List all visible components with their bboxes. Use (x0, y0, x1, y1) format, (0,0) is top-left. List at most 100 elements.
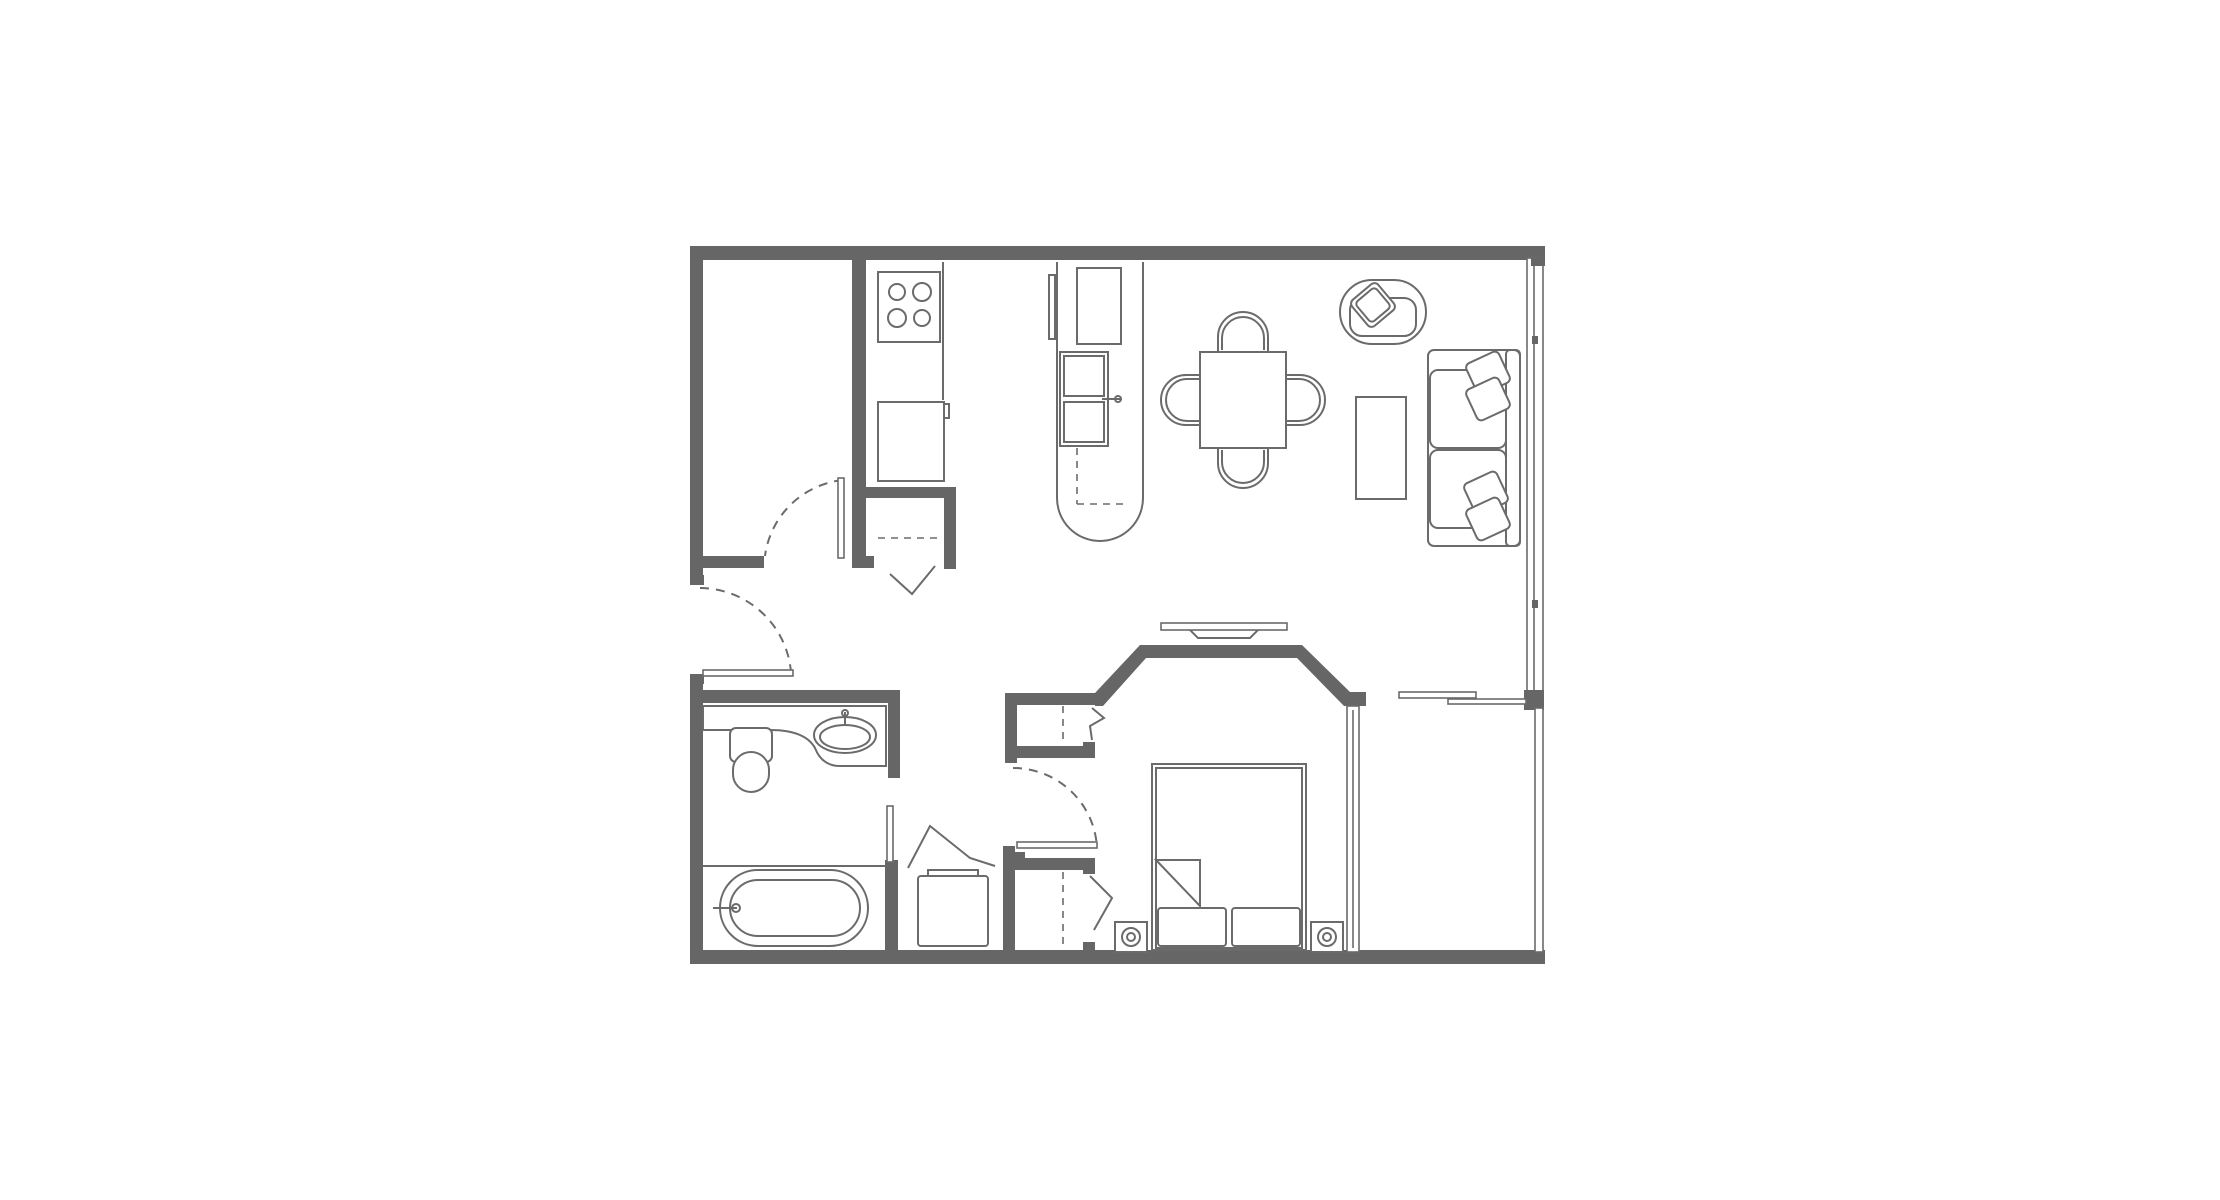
armchair (1339, 279, 1427, 345)
bathroom (700, 690, 900, 960)
dining-chair-south-back (1221, 450, 1265, 484)
hall-door-leaf (1016, 841, 1098, 849)
dining-chair-north (1217, 311, 1269, 352)
dining-chair-west-back (1165, 378, 1200, 422)
nightstand (1114, 921, 1148, 953)
lamp-icon (1322, 932, 1332, 942)
closet-jamb (1083, 742, 1095, 758)
entry-door (699, 587, 794, 677)
washer-control (927, 869, 979, 877)
storage-door-swing (764, 479, 844, 557)
bedroom (1095, 622, 1366, 953)
dining-area (1160, 311, 1326, 489)
wall-tv-stand (1189, 629, 1259, 639)
east-corner-column (1524, 690, 1544, 710)
hall-door-swing (1012, 766, 1098, 849)
east-window-post-low (1532, 600, 1538, 608)
entry-door-leaf (702, 669, 794, 677)
washer (917, 875, 989, 947)
double-sink (1059, 351, 1109, 447)
entry-jamb-bottom (690, 674, 704, 684)
lamp-icon (1121, 927, 1141, 947)
south-wall (690, 950, 1545, 964)
entry-door-swing (699, 587, 792, 673)
bath-north-wall (700, 690, 900, 703)
tub-faucet-icon (731, 903, 741, 913)
faucet-icon (841, 709, 849, 717)
kitchen (852, 262, 1144, 596)
island-side-trim (1048, 274, 1056, 340)
laundry-east-wall (1003, 846, 1015, 962)
nightstand (1310, 921, 1344, 953)
refrigerator (877, 401, 945, 482)
island-cabinet (1076, 267, 1122, 345)
throw-pillow (1465, 376, 1511, 422)
storage-door-leaf (837, 477, 845, 559)
bedroom-angled-wall (1095, 645, 1362, 706)
burner-icon (887, 308, 907, 328)
sofa (1427, 349, 1521, 547)
balcony-sliding-door (1447, 698, 1527, 705)
wall-tv (1160, 622, 1288, 631)
sofa-back (1505, 349, 1521, 547)
lamp-icon (1126, 932, 1136, 942)
balcony-sliding-door (1398, 691, 1477, 699)
bath-east-wall-upper (888, 690, 900, 778)
west-wall-lower (690, 675, 703, 964)
pantry-west-jamb (852, 556, 874, 568)
sofa-cushion (1429, 449, 1507, 529)
storage-room (700, 258, 866, 568)
faucet-icon (1114, 395, 1122, 403)
bedroom-east-jamb (1346, 692, 1366, 706)
north-wall (690, 246, 1545, 260)
east-window-frame (1526, 257, 1544, 701)
east-window-post-mid (1532, 336, 1538, 344)
dining-chair-east-back (1286, 378, 1321, 422)
throw-pillow (1355, 287, 1391, 323)
dining-chair-south (1217, 448, 1269, 489)
living-room (1339, 279, 1521, 547)
west-wall-upper (690, 246, 703, 583)
closet-mid-wall (1005, 746, 1095, 758)
bed-frame-inner (1155, 767, 1303, 949)
laundry-bifold-door (907, 824, 996, 869)
burner-icon (913, 309, 931, 327)
storage-east-wall (852, 258, 866, 566)
pantry-east-wall (944, 487, 956, 569)
closet-west-wall (1005, 693, 1017, 763)
dining-chair-north-back (1221, 316, 1265, 350)
dining-chair-west (1160, 374, 1200, 426)
bathtub (719, 869, 869, 947)
bath-east-wall-lower (885, 860, 898, 960)
throw-pillow (1465, 496, 1511, 542)
bed-turned-sheet (1153, 859, 1201, 909)
coffee-table (1355, 396, 1407, 500)
refrigerator-handle (943, 403, 950, 419)
pantry-bifold-door (889, 565, 936, 596)
laundry-closet (907, 824, 1025, 962)
east-window (1524, 257, 1545, 953)
closet2-bifold-door (1089, 875, 1114, 931)
sink-basin (1063, 355, 1105, 397)
bed-pillow (1157, 907, 1227, 947)
bath-door-leaf (886, 805, 894, 863)
closet2-jamb-bottom (1083, 942, 1095, 952)
closet-top-wall (1005, 693, 1095, 705)
lamp-icon (1317, 927, 1337, 947)
entry-jamb-top (690, 575, 704, 585)
sink-basin (1063, 401, 1105, 443)
dining-table (1199, 351, 1287, 449)
balcony-rail-east (1534, 707, 1544, 953)
dining-chair-east (1286, 374, 1326, 426)
hall-closets (1005, 693, 1114, 952)
storage-south-wall (700, 556, 764, 568)
pantry-top-wall (864, 487, 954, 498)
burner-icon (888, 283, 906, 301)
closet-bifold-door (1088, 707, 1106, 741)
burner-icon (912, 282, 932, 302)
closet2-top-wall (1005, 858, 1095, 870)
balcony (1398, 691, 1527, 705)
throw-pillow (1350, 282, 1396, 328)
range-cooktop (877, 271, 941, 343)
